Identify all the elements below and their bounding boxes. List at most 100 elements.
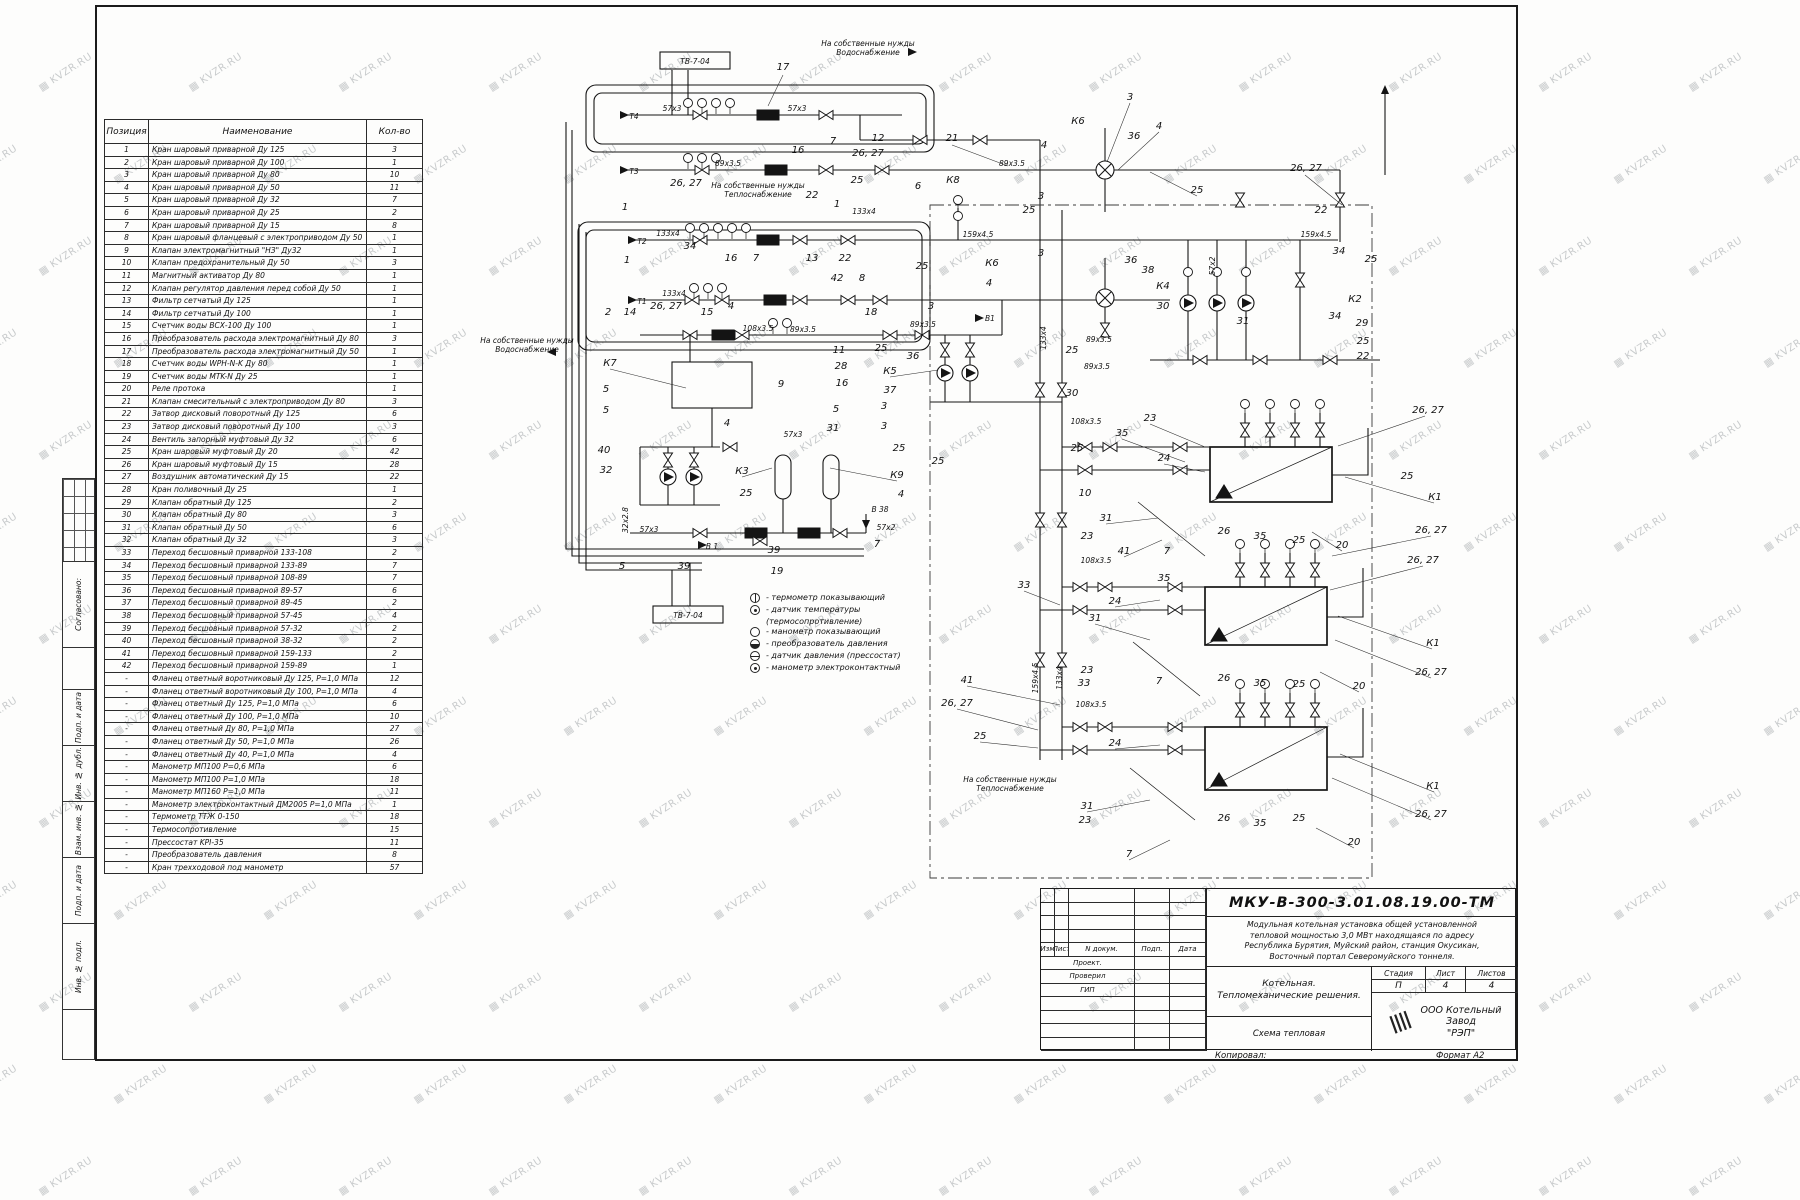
diagram-label: 4 (728, 301, 734, 312)
diagram-label: 24 (1109, 596, 1122, 607)
diagram-label: 25 (1023, 205, 1036, 216)
diagram-label: В 1 (706, 542, 718, 551)
leader-line (1117, 131, 1160, 171)
legend-text: - преобразователь давления (766, 639, 888, 648)
diagram-label: 133x4 (1055, 666, 1064, 690)
diagram-label: 25 (1071, 443, 1084, 454)
side-stamp-Согласовано: Согласовано: (62, 562, 95, 648)
pump-icon (1179, 294, 1197, 312)
diagram-label: 26, 27 (1415, 809, 1447, 820)
diagram-label: 22 (1357, 351, 1370, 362)
diagram-label: 39 (678, 561, 691, 572)
side-stamp-Взаминв: Взам. инв. № (62, 802, 95, 858)
diagram-label: 34 (1329, 311, 1342, 322)
pressure-transducer-icon (750, 639, 760, 649)
instrument-icon (1235, 539, 1245, 549)
valve-icon (694, 164, 710, 176)
instrument-icon (711, 98, 721, 108)
diagram-label: К1 (1428, 492, 1441, 503)
instrument-icon (717, 283, 727, 293)
diagram-label: Водоснабжение (836, 48, 900, 57)
pipe (565, 122, 864, 550)
valve-icon (1234, 192, 1246, 208)
pipe (585, 232, 702, 571)
diagram-label: 7 (830, 136, 837, 147)
legend-item: - преобразователь давления (750, 639, 901, 649)
stage-value: 4 (1466, 980, 1518, 993)
diagram-label: 3 (1038, 191, 1044, 202)
leader-line (1331, 535, 1432, 557)
title-block: ИзмЛистN докум.Подп.ДатаПроект.ПроверилГ… (1040, 888, 1518, 1051)
stage-value: П (1372, 980, 1426, 993)
leader-line (1315, 827, 1355, 849)
diagram-path (1215, 484, 1233, 499)
diagram-label: 3 (1038, 248, 1044, 259)
side-stamp-Подпидата: Подп. и дата (62, 690, 95, 746)
pipe (1327, 568, 1364, 618)
leader-line (1023, 590, 1061, 606)
valve-icon (1264, 422, 1276, 438)
diagram-label: 133x4 (1039, 326, 1048, 350)
diagram-label: 26, 27 (941, 698, 973, 709)
instrument-icon (1235, 679, 1245, 689)
leader-line (979, 741, 1039, 749)
stage-header: Стадия (1372, 967, 1426, 980)
pump-icon (1237, 294, 1255, 312)
diagram-label: 4 (986, 278, 992, 289)
instrument-icon (1265, 399, 1275, 409)
diagram-label: 25 (875, 343, 888, 354)
diagram-label: 57x3 (663, 104, 682, 113)
instrument-icon (741, 223, 751, 233)
instrument-icon (685, 223, 695, 233)
diagram-label: 34 (684, 241, 697, 252)
stage-header: Лист (1426, 967, 1466, 980)
diagram-label: 89x3.5 (1086, 335, 1112, 344)
diagram-label: 33 (1018, 580, 1031, 591)
diagram-label: 35 (1254, 678, 1267, 689)
diagram-label: 35 (1254, 818, 1267, 829)
diagram-label: Т2 (637, 237, 647, 246)
valve-icon (1056, 652, 1068, 668)
instrument-icon (953, 195, 963, 205)
diagram-label: 22 (1315, 205, 1328, 216)
description-line: Республика Бурятия, Муйский район, станц… (1244, 941, 1480, 950)
diagram-label: 4 (1041, 140, 1047, 151)
diagram-label: Т3 (629, 167, 639, 176)
diagram-label: 20 (1353, 681, 1366, 692)
diagram-label: 39 (768, 545, 781, 556)
valve-icon (1259, 562, 1271, 578)
flow-arrow-icon (975, 314, 984, 322)
flow-transducer-icon (756, 234, 780, 246)
legend-text: - датчик давления (прессостат) (766, 651, 901, 660)
pipe (578, 224, 702, 564)
diagram-label: 26 (1218, 813, 1231, 824)
leader-line (1337, 615, 1433, 650)
pipe (1332, 428, 1369, 476)
valve-icon (1289, 422, 1301, 438)
instrument-icon (697, 153, 707, 163)
diagram-label: 26, 27 (1290, 163, 1322, 174)
diagram-label: 9 (778, 379, 784, 390)
diagram-path (1137, 501, 1206, 557)
instrument-icon (699, 223, 709, 233)
diagram-label: 25 (740, 488, 753, 499)
diagram-path (1210, 772, 1228, 787)
diagram-label: 5 (833, 404, 839, 415)
leader-line (1334, 639, 1432, 679)
diagram-label: 26 (1218, 673, 1231, 684)
diagram-label: 19 (771, 566, 784, 577)
diagram-label: 32x2.8 (621, 507, 630, 533)
diagram-label: 23 (1081, 665, 1094, 676)
